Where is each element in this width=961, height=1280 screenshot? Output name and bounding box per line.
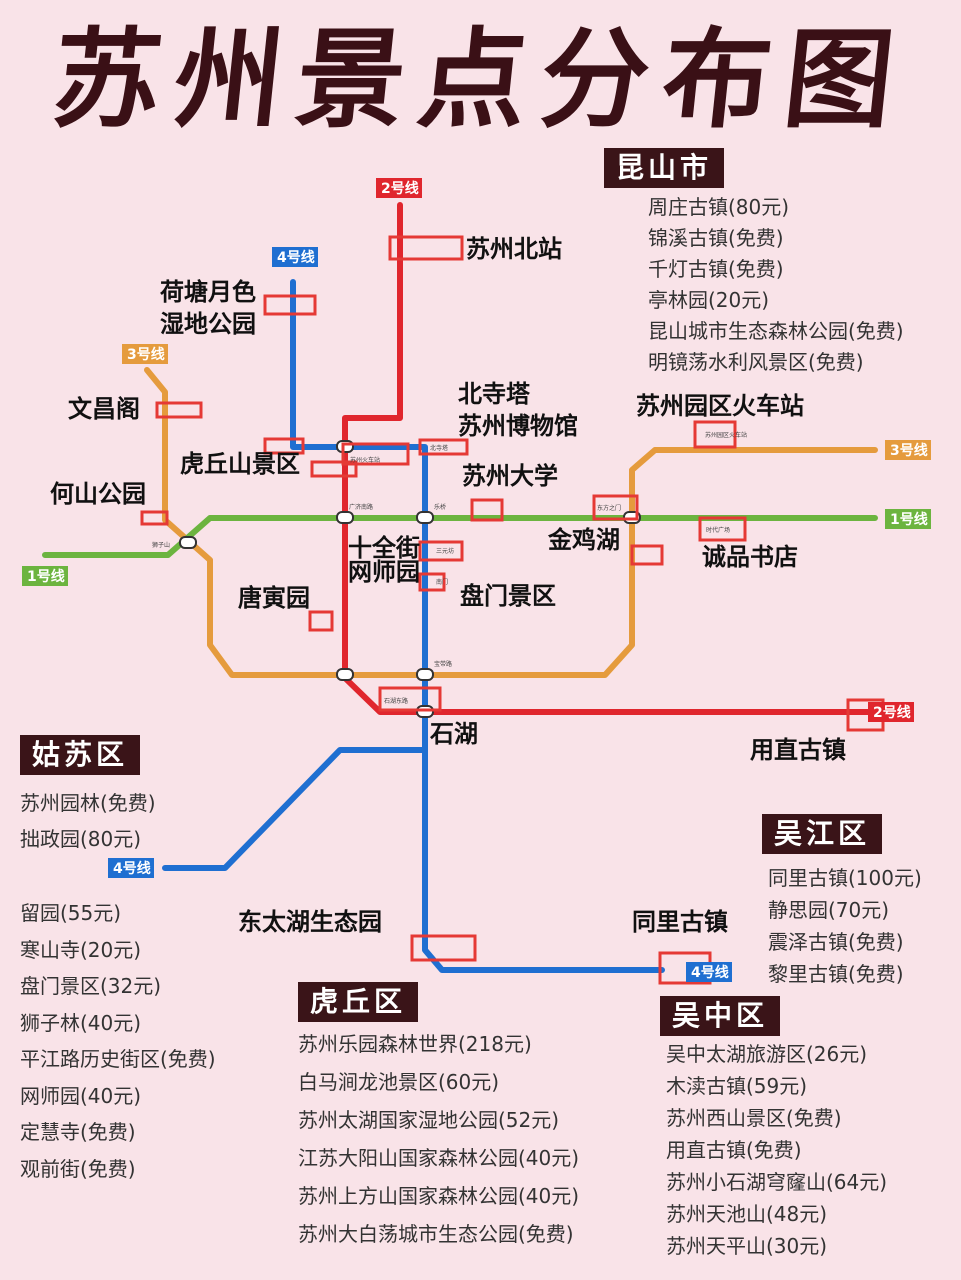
station-label: 苏州火车站 bbox=[350, 456, 380, 464]
list-item: 苏州天平山(30元) bbox=[666, 1234, 828, 1258]
list-item: 狮子林(40元) bbox=[20, 1010, 142, 1035]
station-label: 苏州园区火车站 bbox=[705, 431, 747, 439]
attraction-label: 十全街 bbox=[348, 534, 420, 562]
list-item: 同里古镇(100元) bbox=[768, 866, 922, 890]
line-4-label: 4号线 bbox=[691, 964, 729, 981]
list-item: 震泽古镇(免费) bbox=[768, 930, 904, 954]
list-item: 苏州天池山(48元) bbox=[666, 1202, 828, 1226]
list-item: 拙政园(80元) bbox=[20, 827, 142, 851]
list-item: 周庄古镇(80元) bbox=[648, 195, 790, 219]
list-item: 昆山城市生态森林公园(免费) bbox=[648, 319, 904, 343]
interchange-icon bbox=[179, 536, 197, 549]
list-item: 苏州乐园森林世界(218元) bbox=[298, 1032, 532, 1056]
station-label: 北寺塔 bbox=[430, 444, 448, 452]
interchange-icon bbox=[336, 668, 354, 681]
station-label: 石湖东路 bbox=[384, 697, 408, 705]
attraction-label: 虎丘山景区 bbox=[180, 450, 300, 478]
list-item: 苏州西山景区(免费) bbox=[666, 1106, 842, 1130]
line-2-label: 2号线 bbox=[873, 704, 911, 721]
attraction-label: 东太湖生态园 bbox=[238, 908, 382, 936]
list-item: 苏州上方山国家森林公园(40元) bbox=[298, 1184, 580, 1208]
attraction-label: 金鸡湖 bbox=[547, 526, 620, 554]
station-names: 苏州火车站 广济南路 乐桥 狮子山 东方之门 石湖东路 宝带路 北寺塔 三元坊 … bbox=[152, 431, 747, 705]
list-item: 寒山寺(20元) bbox=[20, 937, 142, 962]
list-item: 观前街(免费) bbox=[20, 1156, 136, 1181]
attraction-label: 苏州园区火车站 bbox=[636, 392, 804, 420]
line-4-path bbox=[290, 279, 665, 973]
attraction-label: 盘门景区 bbox=[460, 582, 556, 610]
wujiang-list: 同里古镇(100元) 静思园(70元) 震泽古镇(免费) 黎里古镇(免费) bbox=[768, 862, 922, 990]
list-item: 定慧寺(免费) bbox=[20, 1120, 136, 1144]
list-item: 网师园(40元) bbox=[20, 1083, 142, 1108]
huqiu-list: 苏州乐园森林世界(218元) 白马涧龙池景区(60元) 苏州太湖国家湿地公园(5… bbox=[298, 1025, 579, 1253]
line-4-label: 4号线 bbox=[277, 249, 315, 266]
attraction-label: 苏州北站 bbox=[466, 235, 562, 263]
gusu-list-2: 留园(55元) 寒山寺(20元) 盘门景区(32元) 狮子林(40元) 平江路历… bbox=[20, 895, 216, 1187]
list-item: 黎里古镇(免费) bbox=[768, 962, 904, 986]
list-item: 锦溪古镇(免费) bbox=[648, 226, 784, 250]
district-header-gusu: 姑苏区 bbox=[20, 735, 141, 775]
wuzhong-list: 吴中太湖旅游区(26元) 木渎古镇(59元) 苏州西山景区(免费) 用直古镇(免… bbox=[666, 1038, 887, 1262]
list-item: 千灯古镇(免费) bbox=[648, 257, 784, 281]
attraction-label: 同里古镇 bbox=[632, 908, 728, 936]
list-item: 苏州小石湖穹窿山(64元) bbox=[666, 1170, 888, 1194]
district-header-wujiang: 吴江区 bbox=[762, 814, 883, 854]
district-header-huqiu: 虎丘区 bbox=[298, 982, 419, 1022]
attraction-label: 网师园 bbox=[348, 558, 420, 586]
gusu-list: 苏州园林(免费) 拙政园(80元) bbox=[20, 785, 156, 857]
interchange-icon bbox=[416, 511, 434, 524]
line-2-path bbox=[342, 202, 871, 715]
line-4-branch-path bbox=[162, 747, 428, 871]
attraction-label: 湿地公园 bbox=[160, 310, 256, 338]
attraction-labels: 苏州北站 荷塘月色 湿地公园 文昌阁 虎丘山景区 何山公园 北寺塔 苏州博物馆 … bbox=[50, 235, 846, 936]
list-item: 苏州园林(免费) bbox=[20, 791, 156, 815]
line-4-label: 4号线 bbox=[113, 860, 151, 877]
station-label: 乐桥 bbox=[434, 503, 446, 511]
attraction-label: 何山公园 bbox=[50, 480, 146, 508]
line-3-label: 3号线 bbox=[127, 346, 165, 363]
list-item: 苏州大白荡城市生态公园(免费) bbox=[298, 1222, 574, 1246]
kunshan-list: 周庄古镇(80元) 锦溪古镇(免费) 千灯古镇(免费) 亭林园(20元) 昆山城… bbox=[648, 192, 904, 378]
list-item: 明镜荡水利风景区(免费) bbox=[648, 350, 864, 374]
list-item: 平江路历史街区(免费) bbox=[20, 1047, 216, 1071]
station-label: 三元坊 bbox=[436, 547, 454, 555]
list-item: 亭林园(20元) bbox=[648, 288, 770, 312]
line-3-label: 3号线 bbox=[890, 442, 928, 459]
list-item: 用直古镇(免费) bbox=[666, 1138, 802, 1162]
station-label: 东方之门 bbox=[597, 504, 621, 512]
station-label: 宝带路 bbox=[434, 660, 452, 668]
interchange-icon bbox=[336, 511, 354, 524]
attraction-label: 用直古镇 bbox=[750, 736, 846, 764]
district-header-wuzhong: 吴中区 bbox=[660, 996, 781, 1036]
highlight-boxes bbox=[140, 235, 885, 985]
list-item: 白马涧龙池景区(60元) bbox=[298, 1070, 500, 1094]
list-item: 静思园(70元) bbox=[768, 898, 890, 922]
line-3-path bbox=[144, 367, 878, 678]
station-label: 时代广场 bbox=[706, 526, 730, 534]
list-item: 苏州太湖国家湿地公园(52元) bbox=[298, 1108, 560, 1132]
list-item: 江苏大阳山国家森林公园(40元) bbox=[298, 1146, 580, 1170]
district-header-kunshan: 昆山市 bbox=[604, 148, 725, 188]
attraction-label: 文昌阁 bbox=[68, 395, 140, 423]
list-item: 木渎古镇(59元) bbox=[666, 1074, 808, 1098]
line-2-label: 2号线 bbox=[381, 180, 419, 197]
station-label: 广济南路 bbox=[349, 503, 373, 511]
attraction-label: 苏州大学 bbox=[462, 462, 558, 490]
attraction-label: 诚品书店 bbox=[702, 543, 798, 571]
interchange-icon bbox=[416, 668, 434, 681]
attraction-label: 唐寅园 bbox=[238, 584, 310, 612]
list-item: 留园(55元) bbox=[20, 901, 122, 925]
list-item: 吴中太湖旅游区(26元) bbox=[666, 1042, 868, 1066]
attraction-label: 荷塘月色 bbox=[160, 278, 256, 306]
attraction-label: 石湖 bbox=[429, 720, 478, 748]
list-item: 盘门景区(32元) bbox=[20, 974, 162, 998]
line-1-label: 1号线 bbox=[27, 568, 65, 585]
station-label: 南门 bbox=[436, 578, 448, 586]
station-label: 狮子山 bbox=[152, 541, 170, 549]
line-1-label: 1号线 bbox=[890, 511, 928, 528]
attraction-label: 苏州博物馆 bbox=[458, 412, 578, 440]
line-labels: 2号线 4号线 3号线 1号线 3号线 1号线 2号线 4号线 4号线 bbox=[22, 178, 931, 982]
attraction-label: 北寺塔 bbox=[458, 380, 531, 408]
